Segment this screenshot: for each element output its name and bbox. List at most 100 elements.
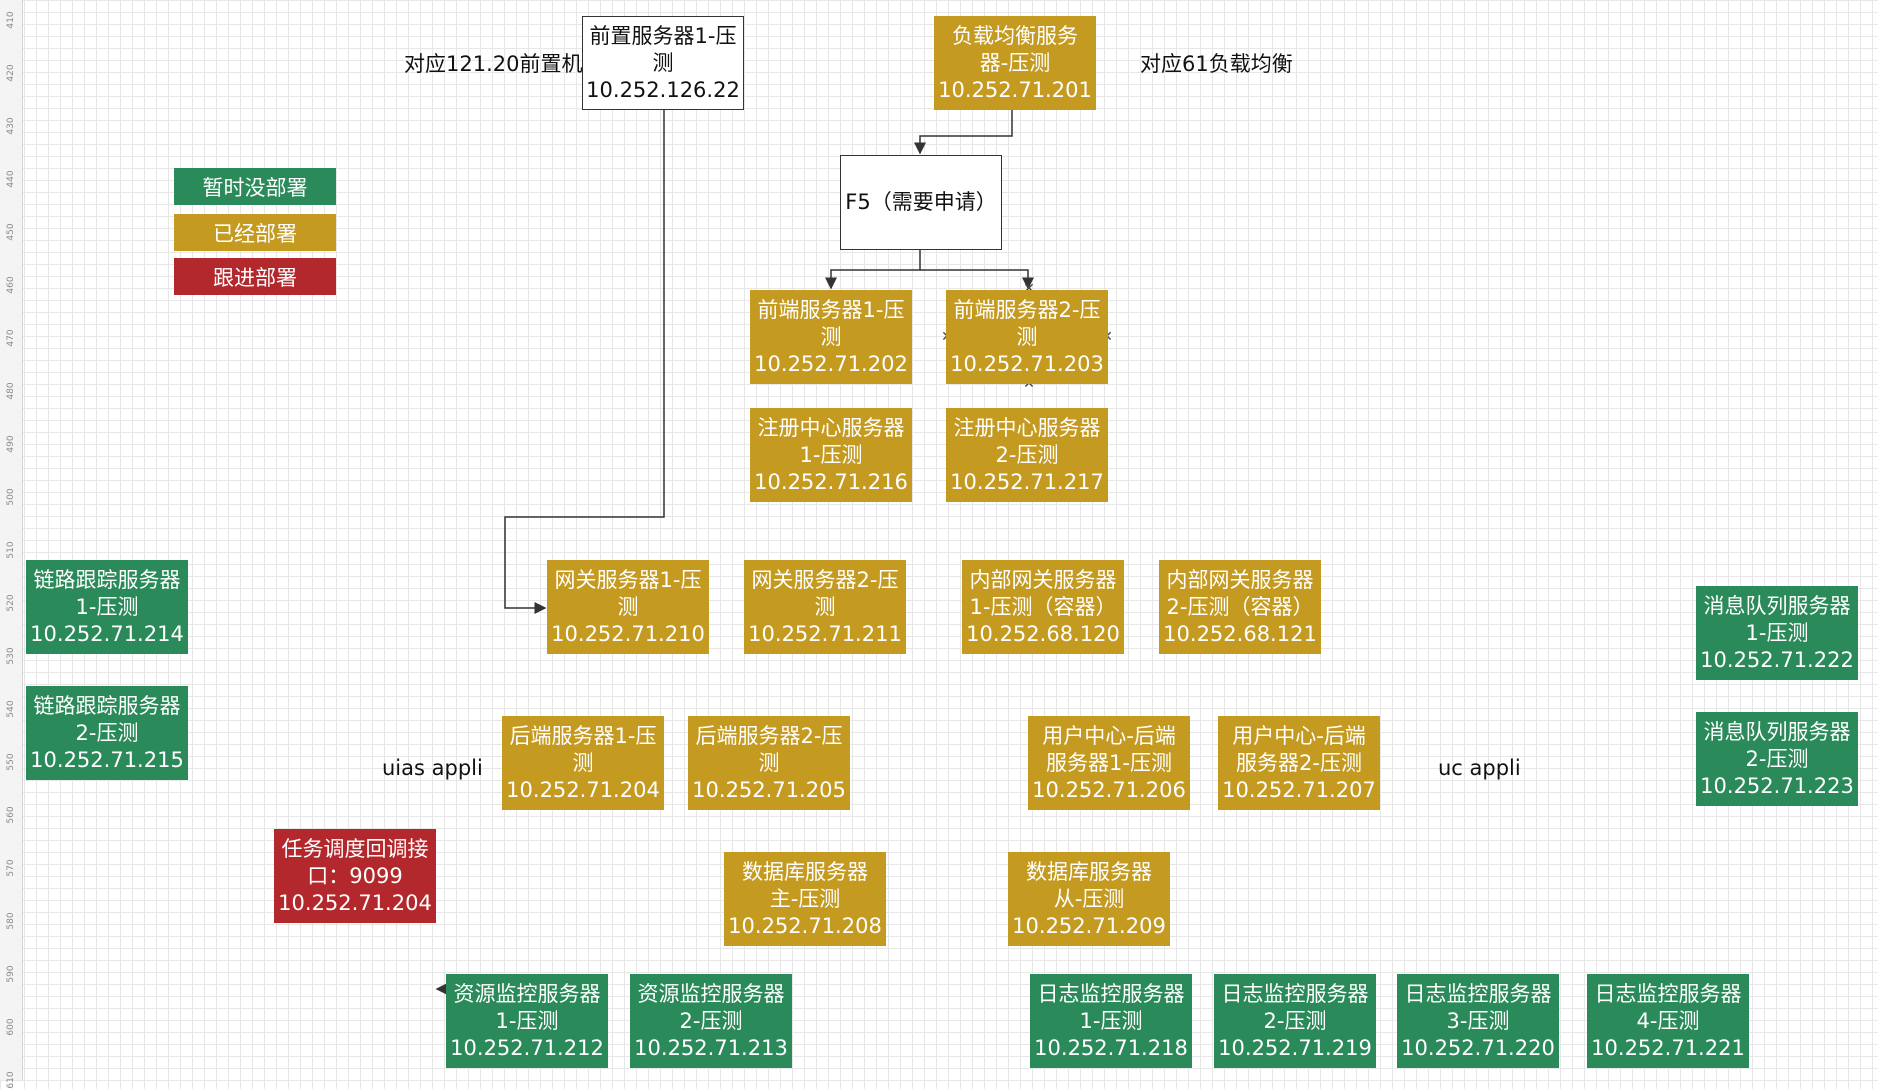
node-ip-address: 10.252.71.221 bbox=[1591, 1035, 1745, 1060]
node-label-line: 测 bbox=[617, 594, 639, 619]
node-ip-address: 10.252.71.216 bbox=[754, 469, 908, 494]
node-label-line: 口：9099 bbox=[307, 863, 403, 888]
ruler-tick: 530 bbox=[6, 647, 16, 665]
node-label-line: 1-压测 bbox=[75, 594, 139, 619]
node-label-line: 负载均衡服务 bbox=[952, 23, 1078, 48]
node-label-line: 测 bbox=[758, 750, 780, 775]
node-label-line: 后端服务器1-压 bbox=[509, 723, 657, 748]
node-ip-address: 10.252.68.120 bbox=[966, 621, 1120, 646]
ruler-tick: 500 bbox=[6, 488, 16, 506]
ruler-tick: 470 bbox=[6, 329, 16, 347]
node-label-line: 2-压测 bbox=[1745, 746, 1809, 771]
node-label-line: 注册中心服务器 bbox=[953, 415, 1101, 440]
node-ip-address: 10.252.71.201 bbox=[938, 77, 1092, 102]
node-label-line: 从-压测 bbox=[1053, 886, 1125, 911]
node-label-line: 注册中心服务器 bbox=[757, 415, 905, 440]
node-ip-address: 10.252.71.219 bbox=[1218, 1035, 1372, 1060]
node-label-line: 链路跟踪服务器 bbox=[33, 567, 181, 592]
node-ip-address: 10.252.71.220 bbox=[1401, 1035, 1555, 1060]
node-ip-address: 10.252.71.210 bbox=[551, 621, 705, 646]
f5-node[interactable]: F5（需要申请） bbox=[840, 155, 1002, 250]
ruler-tick: 440 bbox=[6, 170, 16, 188]
node-ip-address: 10.252.68.121 bbox=[1163, 621, 1317, 646]
node-label-line: 1-压测（容器） bbox=[969, 594, 1117, 619]
ruler-tick: 460 bbox=[6, 276, 16, 294]
node-label-line: 主-压测 bbox=[769, 886, 841, 911]
node-label-line: 网关服务器1-压 bbox=[554, 567, 702, 592]
node-label-line: 链路跟踪服务器 bbox=[33, 693, 181, 718]
node-label-line: 用户中心-后端 bbox=[1042, 723, 1176, 748]
node-ip-address: 10.252.126.22 bbox=[586, 77, 740, 102]
node-label-line: 1-压测 bbox=[1745, 620, 1809, 645]
node-label-line: 4-压测 bbox=[1636, 1008, 1700, 1033]
node-ip-address: 10.252.71.218 bbox=[1034, 1035, 1188, 1060]
node-label-line: 日志监控服务器 bbox=[1037, 981, 1185, 1006]
ruler-tick: 590 bbox=[6, 965, 16, 983]
ruler-tick: 450 bbox=[6, 223, 16, 241]
node-ip-address: 10.252.71.204 bbox=[278, 890, 432, 915]
node-label-line: 数据库服务器 bbox=[742, 859, 868, 884]
node-label-line: 2-压测 bbox=[1263, 1008, 1327, 1033]
ruler-tick: 570 bbox=[6, 859, 16, 877]
node-label-line: 测 bbox=[1016, 324, 1038, 349]
uias-app-label: uias appli bbox=[382, 756, 483, 780]
node-label-line: 资源监控服务器 bbox=[453, 981, 601, 1006]
node-ip-address: 10.252.71.202 bbox=[754, 351, 908, 376]
node-label-line: 2-压测（容器） bbox=[1166, 594, 1314, 619]
ruler-tick: 550 bbox=[6, 753, 16, 771]
node-label-line: 器-压测 bbox=[979, 50, 1051, 75]
ruler-tick: 480 bbox=[6, 382, 16, 400]
ruler-tick: 580 bbox=[6, 912, 16, 930]
node-label-line: 测 bbox=[652, 50, 674, 75]
node-ip-address: 10.252.71.212 bbox=[450, 1035, 604, 1060]
node-label-line: 资源监控服务器 bbox=[637, 981, 785, 1006]
node-label-line: 用户中心-后端 bbox=[1232, 723, 1366, 748]
ruler-tick: 430 bbox=[6, 117, 16, 135]
connector-f5-to-frontend1 bbox=[825, 250, 921, 290]
node-label-line: 任务调度回调接 bbox=[281, 836, 429, 861]
node-label-line: 1-压测 bbox=[495, 1008, 559, 1033]
ruler-tick: 520 bbox=[6, 594, 16, 612]
node-label-line: 消息队列服务器 bbox=[1703, 719, 1851, 744]
node-ip-address: 10.252.71.204 bbox=[506, 777, 660, 802]
node-label-line: 1-压测 bbox=[1079, 1008, 1143, 1033]
node-label-line: 内部网关服务器 bbox=[969, 567, 1117, 592]
connection-point-marker[interactable]: ✕ bbox=[1023, 281, 1035, 297]
connection-point-marker[interactable]: ✕ bbox=[1023, 376, 1035, 392]
node-label-line: 日志监控服务器 bbox=[1404, 981, 1552, 1006]
node-label-line: 2-压测 bbox=[679, 1008, 743, 1033]
ruler-tick: 510 bbox=[6, 541, 16, 559]
node-ip-address: 10.252.71.223 bbox=[1700, 773, 1854, 798]
node-label-line: 2-压测 bbox=[75, 720, 139, 745]
ruler-tick: 490 bbox=[6, 435, 16, 453]
node-label-line: 服务器2-压测 bbox=[1236, 750, 1362, 775]
